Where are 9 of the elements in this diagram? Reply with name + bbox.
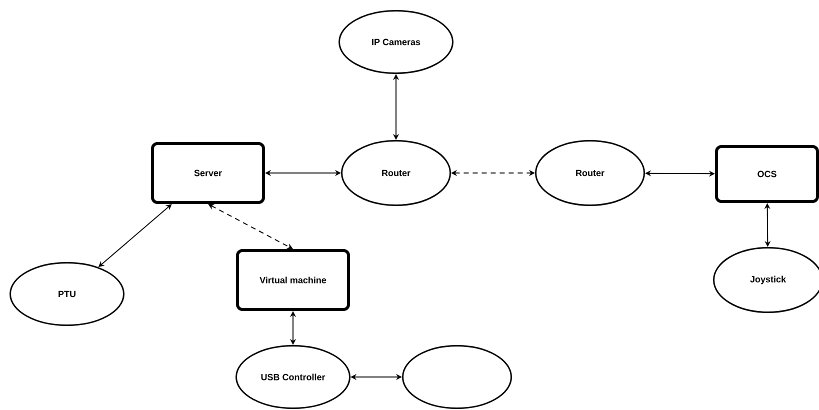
ellipse-node: IP Cameras: [338, 10, 454, 74]
rounded-box: OCS: [715, 145, 819, 203]
ellipse-node: PTU: [10, 262, 124, 326]
ellipse-node: Router: [535, 140, 645, 206]
ellipse-node: USB Controller: [236, 345, 350, 409]
rounded-box: Virtual machine: [236, 249, 350, 311]
ellipse-node: [402, 345, 512, 409]
rounded-box: Server: [151, 142, 265, 204]
ellipse-node: Router: [341, 140, 451, 206]
